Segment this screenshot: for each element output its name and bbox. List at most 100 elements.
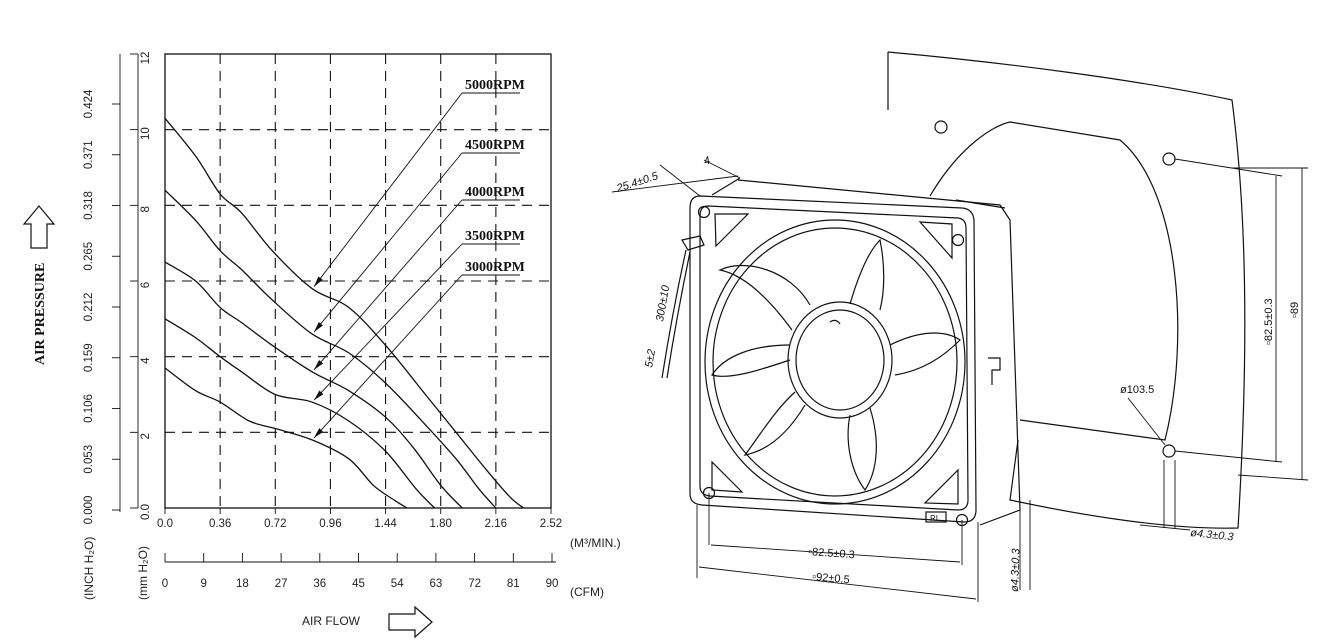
x-tick-label-cfm: 9: [200, 578, 206, 590]
series-3500rpm: [164, 318, 436, 509]
panel-hole-bottomright: [1162, 444, 1176, 458]
x-tick-label-cfm: 90: [546, 578, 559, 590]
x-tick-label-m3: 2.52: [540, 518, 562, 530]
x-tick-label-m3: 1.80: [430, 518, 452, 530]
x-axis-title: AIR FLOW: [302, 614, 361, 628]
leader-arrowhead-icon: [314, 359, 324, 370]
y-tick-label-mm: 2: [140, 433, 152, 439]
fan-outline-drawing: RI: [611, 51, 1309, 602]
airflow-mark-icon: [988, 357, 1001, 385]
y-tick-label-inch: 0.371: [83, 140, 95, 169]
grid-lines: [165, 54, 551, 508]
panel-dimensions: [1127, 158, 1309, 531]
series-4500rpm: [164, 189, 497, 509]
series-5000rpm: [164, 117, 524, 509]
label-3500rpm: 3500RPM: [465, 229, 525, 244]
leader-arrowhead-icon: [314, 276, 323, 287]
y-axis-title: AIR PRESSURE: [33, 263, 48, 365]
fan-rear-edge: [737, 179, 1021, 526]
x-tick-label-m3: 1.44: [374, 518, 397, 530]
y-tick-label-mm: 8: [140, 206, 152, 212]
curve-labels: 5000RPM 4500RPM 4000RPM 3500RPM 3000RPM: [465, 78, 525, 275]
x-unit-primary: (M³/MIN.): [570, 536, 621, 550]
lead-exit: [681, 235, 705, 251]
panel-hole-topleft: [934, 120, 948, 134]
y-tick-label-mm: 10: [140, 127, 152, 140]
x-tick-label-cfm: 81: [507, 578, 520, 590]
dim-panel-side: ▫89: [1289, 302, 1301, 318]
frame-hole-tr: [951, 233, 965, 247]
x-tick-label-m3: 2.16: [485, 518, 507, 530]
y-tick-label-inch: 0.000: [83, 496, 95, 525]
dim-rib: 4: [702, 155, 712, 168]
x-tick-label-m3: 0.0: [157, 518, 173, 530]
label-5000rpm: 5000RPM: [465, 78, 525, 93]
y-tick-label-inch: 0.265: [83, 242, 95, 271]
dim-strip: 5±2: [643, 348, 658, 368]
x-tick-label-cfm: 36: [313, 578, 326, 590]
x-tick-label-cfm: 72: [468, 578, 481, 590]
leader-arrowhead-icon: [314, 428, 324, 438]
dim-outer-front: ▫92±0.5: [812, 571, 850, 586]
leader-line: [313, 199, 463, 371]
x-tick-label-m3: 0.72: [264, 518, 286, 530]
y-axis-mm: 0.0 2 4 6 8 10 12: [130, 52, 152, 520]
x-axis-cfm: 0 9 18 27 36 45 54 63 72 81 90: [162, 553, 559, 590]
label-3000rpm: 3000RPM: [465, 260, 525, 275]
series-4000rpm: [164, 261, 463, 509]
x-tick-label-cfm: 27: [275, 578, 288, 590]
y-tick-label-inch: 0.212: [83, 293, 95, 322]
frame-hole-tl: [697, 205, 711, 219]
leader-line: [313, 152, 463, 333]
dim-hole-dia-panel: ø4.3±0.3: [1190, 527, 1235, 544]
y-arrow-icon: [22, 205, 56, 249]
dim-lead-length: 300±10: [654, 283, 672, 322]
panel-hole-topright: [1162, 152, 1176, 166]
y-tick-label-inch: 0.053: [83, 445, 95, 474]
x-axis-m3: 0.0 0.36 0.72 0.96 1.44 1.80 2.16 2.52: [157, 508, 562, 530]
x-tick-label-cfm: 54: [391, 578, 404, 590]
x-arrow-icon: [388, 605, 433, 639]
y-tick-label-inch: 0.106: [83, 394, 95, 423]
front-dimensions: [611, 159, 1031, 602]
series-3000rpm: [164, 367, 408, 509]
label-4500rpm: 4500RPM: [465, 138, 525, 153]
y-tick-label-mm: 12: [140, 52, 152, 65]
dim-hole-dia-front: ø4.3±0.3: [1009, 547, 1023, 592]
leader-line: [313, 274, 463, 439]
dim-cutout: ø103.5: [1120, 384, 1154, 396]
x-unit-secondary: (CFM): [570, 585, 604, 599]
label-4000rpm: 4000RPM: [465, 185, 525, 200]
x-tick-label-m3: 0.96: [319, 518, 341, 530]
x-tick-label-cfm: 0: [162, 578, 168, 590]
dim-hole-spacing-side: ▫82.5±0.3: [1263, 298, 1275, 345]
leader-arrows: [313, 92, 520, 439]
x-tick-label-cfm: 18: [236, 578, 249, 590]
x-tick-label-cfm: 45: [352, 578, 365, 590]
dimension-labels: 25.4±0.5 4 300±10 5±2 ▫82.5±0.3 ▫92±0.5 …: [614, 155, 1301, 593]
leader-arrowhead-icon: [314, 322, 323, 332]
leader-line: [313, 243, 463, 401]
fan-blades: [711, 238, 961, 492]
fan-frame: RI: [661, 195, 1001, 527]
y-tick-label-inch: 0.318: [83, 191, 95, 220]
dim-hole-spacing-front: ▫82.5±0.3: [808, 546, 855, 561]
dim-depth: 25.4±0.5: [614, 170, 660, 195]
x-tick-label-cfm: 63: [430, 578, 443, 590]
fan-hub: [787, 301, 893, 419]
y-tick-label-mm: 6: [140, 282, 152, 288]
curve-series: [164, 117, 524, 509]
y-unit-mm: (mm H₂O): [136, 546, 150, 600]
leader-arrowhead-icon: [314, 390, 324, 401]
y-tick-label-mm: 0.0: [140, 504, 152, 520]
y-unit-inch: (INCH H₂O): [82, 537, 96, 600]
logo-plate: [925, 511, 947, 523]
y-tick-label-mm: 4: [140, 357, 152, 364]
x-tick-label-m3: 0.36: [209, 518, 231, 530]
y-axis-inch: 0.000 0.053 0.106 0.159 0.212 0.265 0.318 0.371…: [83, 89, 120, 524]
y-tick-label-inch: 0.159: [83, 343, 95, 372]
cutout-circle: [929, 121, 1179, 441]
y-tick-label-inch: 0.424: [83, 89, 95, 118]
